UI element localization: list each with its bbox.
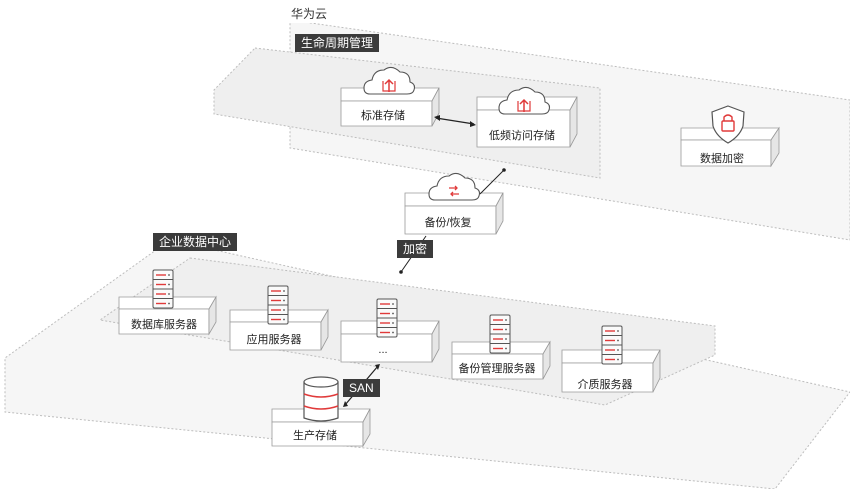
database-icon (303, 376, 339, 422)
server-rack-icon (267, 285, 289, 325)
platform-backup-server (451, 340, 551, 380)
server-rack-icon (601, 325, 623, 365)
connector-backup-to-cloud (479, 168, 506, 195)
backup-restore-label: 备份/恢复 (424, 217, 472, 229)
low-freq-storage-label: 低频访问存储 (489, 130, 555, 142)
server-rack-icon (376, 298, 398, 338)
production-storage-label: 生产存储 (293, 430, 337, 442)
shield-lock-icon (711, 105, 745, 144)
backup-server-label: 备份管理服务器 (458, 363, 536, 375)
cloud-upload-icon (498, 86, 551, 115)
more-servers-label: ... (378, 344, 388, 356)
db-server-label: 数据库服务器 (131, 319, 197, 331)
standard-storage-label: 标准存储 (361, 110, 405, 122)
data-encryption-label: 数据加密 (700, 153, 744, 165)
cloud-sync-icon (428, 172, 481, 201)
san-link-label: SAN (343, 379, 380, 397)
app-server-label: 应用服务器 (246, 334, 302, 346)
cloud-upload-icon (363, 66, 416, 95)
enterprise-dc-tag: 企业数据中心 (153, 233, 238, 251)
platform-data-encryption (680, 126, 780, 168)
connector-storage-tiering (434, 115, 476, 127)
platform-standard-storage (340, 87, 440, 127)
server-rack-icon (489, 314, 511, 354)
huawei-cloud-title: 华为云 (289, 5, 330, 23)
media-server-label: 介质服务器 (577, 379, 633, 391)
server-rack-icon (152, 269, 174, 309)
encryption-link-label: 加密 (397, 240, 434, 258)
lifecycle-management-tag: 生命周期管理 (295, 34, 380, 52)
